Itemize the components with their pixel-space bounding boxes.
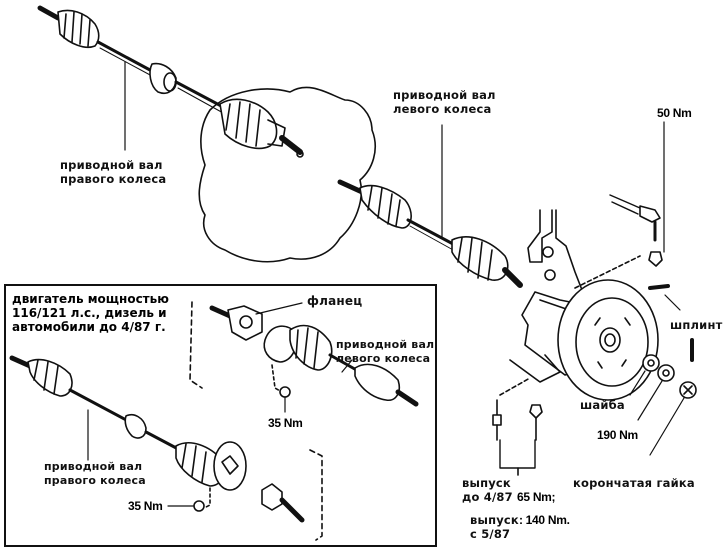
label-washer: шайба: [580, 398, 625, 412]
label-cotter-pin: шплинт: [670, 318, 723, 332]
hub-nut-torque: 190 Nm: [597, 428, 638, 442]
label-line: приводной вал: [336, 338, 435, 351]
label-release-early: выпуск до 4/87 65 Nm;: [462, 476, 556, 504]
inset-right-shaft: [9, 355, 323, 541]
label-line: с 5/87: [470, 527, 511, 541]
release-late-torque: : 140 Nm.: [518, 513, 570, 527]
label-inset-left-shaft: приводной вал левого колеса: [336, 338, 434, 366]
left-drive-shaft: [337, 124, 523, 288]
washer-and-nuts: [629, 354, 697, 456]
label-castle-nut: корончатая гайка: [573, 476, 695, 490]
label-line: левого колеса: [336, 352, 431, 365]
label-line: выпуск: 140 Nm.: [470, 513, 570, 527]
label-flange: фланец: [307, 294, 363, 308]
transaxle-outline: [198, 86, 376, 263]
inset-frame: [4, 284, 437, 547]
inset-left-shaft: [189, 301, 419, 413]
label-right-shaft: приводной вал правого колеса: [60, 158, 166, 186]
tie-rod-end: [574, 121, 665, 289]
label-left-shaft: приводной вал левого колеса: [393, 88, 496, 116]
title-line: 116/121 л.с., дизель и: [12, 306, 167, 320]
inset-left-nut-torque: 35 Nm: [268, 416, 303, 430]
title-line: автомобили до 4/87 г.: [12, 320, 166, 334]
label-text: до 4/87: [462, 490, 513, 504]
title-line: двигатель мощностью: [12, 292, 169, 306]
tie-rod-torque: 50 Nm: [657, 106, 692, 120]
label-line: приводной вал: [44, 460, 143, 473]
inset-title: двигатель мощностью 116/121 л.с., дизель…: [12, 292, 169, 334]
label-text: выпуск: [470, 513, 519, 527]
label-line: до 4/87 65 Nm;: [462, 490, 556, 504]
inset-right-nut-torque: 35 Nm: [128, 499, 163, 513]
right-drive-shaft: [37, 5, 304, 158]
label-line: приводной вал: [393, 88, 496, 102]
label-line: выпуск: [462, 476, 511, 490]
label-line: приводной вал: [60, 158, 163, 172]
label-release-late: выпуск: 140 Nm. с 5/87: [470, 513, 570, 541]
cotter-pin: [648, 284, 694, 362]
hub-knuckle-assembly: [492, 209, 659, 476]
label-inset-right-shaft: приводной вал правого колеса: [44, 460, 146, 488]
label-line: правого колеса: [60, 172, 167, 186]
release-early-torque: 65 Nm;: [517, 490, 556, 504]
label-line: левого колеса: [393, 102, 492, 116]
label-line: правого колеса: [44, 474, 146, 487]
